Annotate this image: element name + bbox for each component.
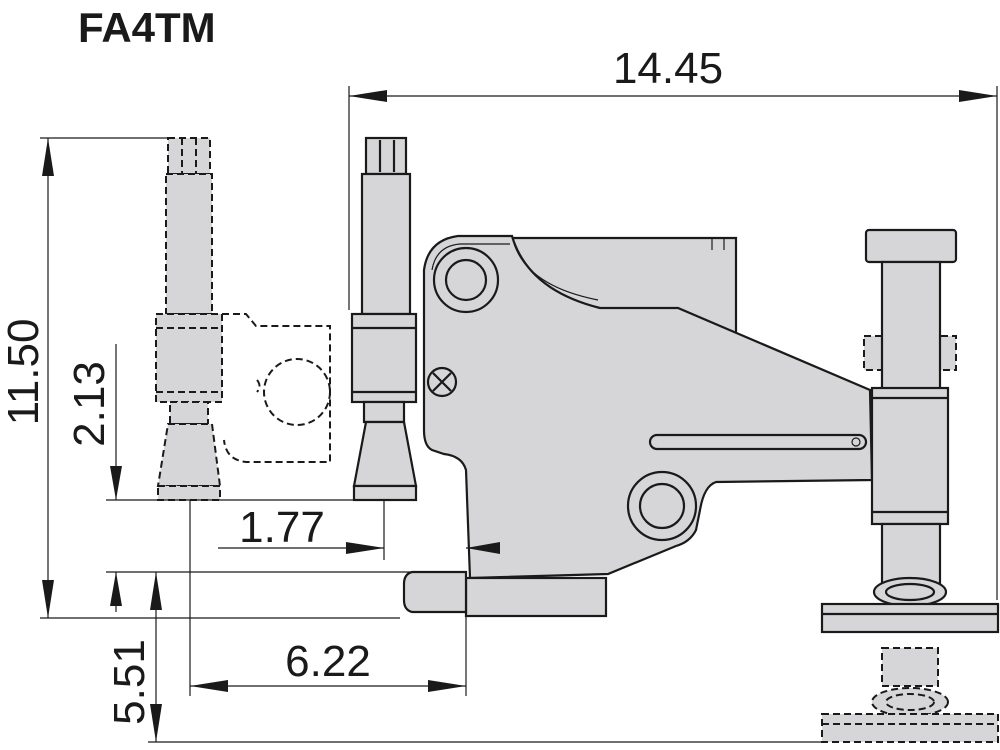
dim-spindle-offset: 1.77 xyxy=(218,500,500,560)
clamp-body xyxy=(402,234,874,618)
spindle xyxy=(820,228,1000,634)
dim-overall-height: 11.50 xyxy=(0,137,400,619)
overall-length-label: 14.45 xyxy=(613,44,723,93)
mount-to-spindle-label: 6.22 xyxy=(285,637,371,686)
plunger xyxy=(350,136,418,502)
dim-spindle-height: 2.13 xyxy=(65,344,410,612)
overall-height-label: 11.50 xyxy=(0,319,48,426)
dim-lower-height: 5.51 xyxy=(105,572,822,743)
spindle-height-label: 2.13 xyxy=(65,361,114,447)
alternate-position-plunger xyxy=(155,137,331,501)
dim-mount-to-spindle: 6.22 xyxy=(189,500,467,696)
model-title: FA4TM xyxy=(78,4,216,51)
spindle-offset-label: 1.77 xyxy=(239,503,325,552)
lower-height-label: 5.51 xyxy=(105,639,154,725)
dim-overall-length: 14.45 xyxy=(348,44,998,600)
spindle-lowered-position xyxy=(821,647,999,743)
